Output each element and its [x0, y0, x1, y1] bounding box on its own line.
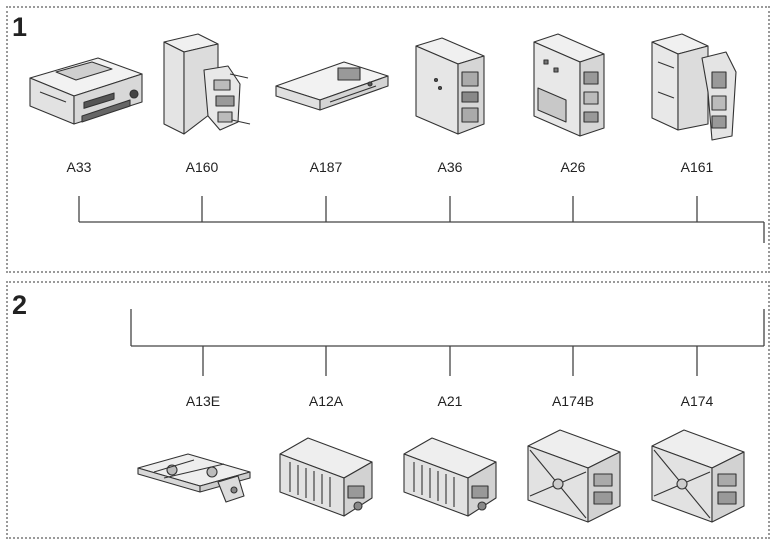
component-label-a33: A33 [66, 159, 92, 175]
cross-braced-module-icon [527, 429, 621, 523]
component-label-a161: A161 [680, 159, 714, 175]
panel-1 [6, 6, 770, 273]
ribbed-module-icon [403, 437, 497, 517]
panel-2 [6, 281, 770, 539]
mounting-bracket-icon [137, 453, 251, 503]
flat-module-icon [275, 61, 389, 111]
panel-1-number: 1 [12, 12, 28, 42]
component-label-a21: A21 [437, 393, 463, 409]
module-connectors-icon [415, 37, 485, 135]
tachograph-unit-icon [29, 57, 143, 125]
cross-braced-module-icon [651, 429, 745, 523]
component-label-a160: A160 [185, 159, 219, 175]
control-module-bracket-icon [163, 33, 251, 135]
component-label-a26: A26 [560, 159, 586, 175]
module-box-icon [533, 33, 605, 137]
ribbed-module-icon [279, 437, 373, 517]
component-label-a12a: A12A [308, 393, 344, 409]
component-label-a174b: A174B [551, 393, 595, 409]
component-label-a187: A187 [309, 159, 343, 175]
module-clip-bracket-icon [651, 33, 737, 141]
component-label-a174: A174 [680, 393, 714, 409]
component-label-a13e: A13E [185, 393, 221, 409]
panel-2-number: 2 [12, 290, 28, 320]
component-label-a36: A36 [437, 159, 463, 175]
